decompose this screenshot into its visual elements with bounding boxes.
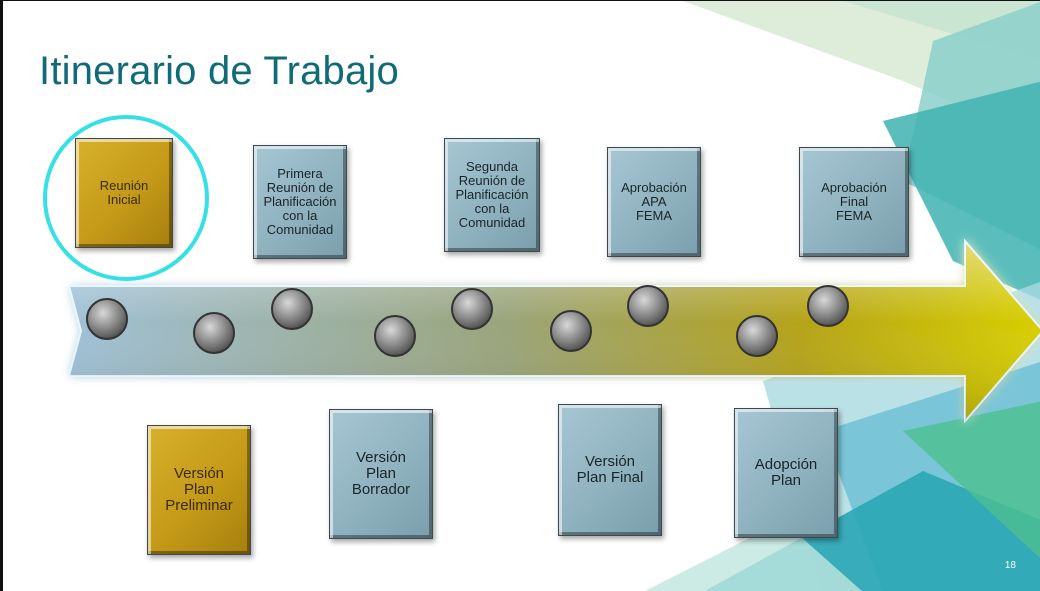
milestone-label: Reunión Inicial	[99, 177, 149, 207]
timeline-node-icon	[451, 288, 493, 330]
milestone-label: Versión Plan Borrador	[351, 448, 411, 499]
milestone-reunion-inicial: Reunión Inicial	[75, 138, 173, 248]
milestone-adopcion-plan: Adopción Plan	[734, 408, 838, 538]
milestone-label: Primera Reunión de Planificación con la …	[263, 165, 337, 238]
milestone-label: Versión Plan Final	[576, 452, 644, 486]
timeline-node-icon	[807, 285, 849, 327]
milestone-aprobacion-final: Aprobación Final FEMA	[799, 147, 909, 257]
milestone-version-plan-final: Versión Plan Final	[558, 404, 662, 536]
milestone-version-plan-borrador: Versión Plan Borrador	[329, 409, 433, 539]
timeline-node-icon	[627, 285, 669, 327]
milestone-segunda-reunion: Segunda Reunión de Planificación con la …	[444, 138, 540, 252]
timeline-nodes	[86, 285, 849, 357]
timeline-node-icon	[271, 288, 313, 330]
milestone-primera-reunion: Primera Reunión de Planificación con la …	[253, 145, 347, 259]
slide-title: Itinerario de Trabajo	[39, 49, 399, 93]
timeline-node-icon	[86, 298, 128, 340]
milestone-label: Aprobación Final FEMA	[821, 179, 887, 224]
milestone-label: Aprobación APA FEMA	[621, 179, 687, 224]
milestone-label: Segunda Reunión de Planificación con la …	[455, 158, 529, 231]
page-number: 18	[1004, 560, 1016, 571]
milestone-label: Versión Plan Preliminar	[165, 464, 233, 515]
timeline-node-icon	[736, 315, 778, 357]
current-step-highlight-ring	[43, 115, 209, 281]
timeline-node-icon	[374, 315, 416, 357]
timeline-node-icon	[550, 310, 592, 352]
milestone-aprobacion-apa: Aprobación APA FEMA	[607, 147, 701, 257]
timeline-node-icon	[193, 312, 235, 354]
milestone-label: Adopción Plan	[754, 455, 818, 489]
milestone-version-plan-preliminar: Versión Plan Preliminar	[147, 425, 251, 555]
